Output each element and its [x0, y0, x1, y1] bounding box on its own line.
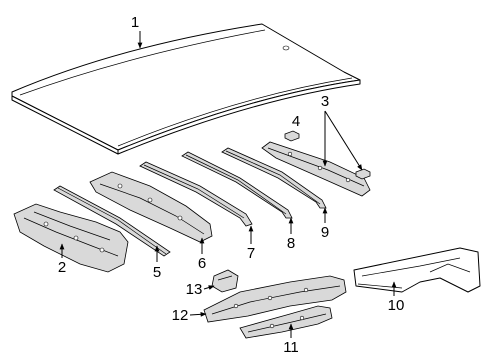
rear-roof-header — [261, 141, 371, 197]
small-bracket-13 — [211, 269, 239, 293]
callout-13: 13 — [186, 281, 215, 298]
callout-label: 6 — [198, 255, 206, 272]
callout-label: 12 — [172, 307, 189, 324]
callout-4: 4 — [292, 113, 300, 130]
callout-label: 7 — [247, 245, 255, 262]
callout-label: 3 — [321, 93, 329, 110]
callout-9: 9 — [321, 207, 329, 241]
rear-side-panel-10 — [353, 247, 481, 293]
callout-11: 11 — [283, 323, 299, 356]
roof-reinforcement-6 — [89, 171, 213, 243]
callout-8: 8 — [287, 217, 295, 252]
callout-6: 6 — [198, 237, 206, 272]
side-rail-inner-11 — [239, 305, 333, 339]
callout-5: 5 — [153, 245, 161, 281]
callout-label: 5 — [153, 264, 161, 281]
callout-label: 1 — [131, 14, 139, 31]
callout-label: 10 — [388, 297, 405, 314]
callout-label: 13 — [186, 281, 203, 298]
callout-label: 8 — [287, 235, 295, 252]
roof-panel — [11, 23, 361, 155]
callout-7: 7 — [247, 225, 255, 262]
roof-bow-5 — [53, 185, 171, 257]
roof-bow-7 — [139, 161, 253, 227]
callout-3: 3 — [321, 93, 363, 171]
callout-label: 4 — [292, 113, 300, 130]
callout-2: 2 — [58, 243, 66, 276]
roof-clip-4 — [284, 130, 371, 180]
callout-1: 1 — [131, 14, 143, 49]
callout-10: 10 — [388, 281, 405, 314]
callout-12: 12 — [172, 307, 207, 324]
side-rail-reinforcement-12 — [203, 275, 347, 323]
callout-label: 2 — [58, 259, 66, 276]
front-header-panel — [13, 203, 129, 273]
callout-label: 11 — [283, 339, 299, 356]
callout-label: 9 — [321, 224, 329, 241]
